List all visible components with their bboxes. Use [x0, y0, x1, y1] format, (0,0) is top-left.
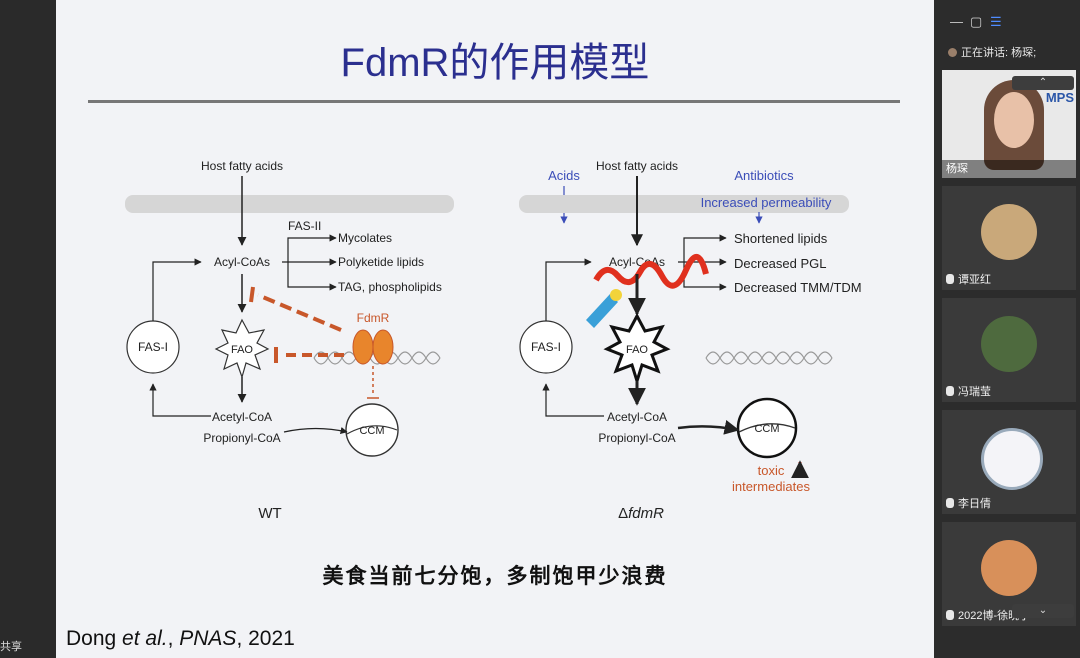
participant-avatar	[981, 428, 1043, 490]
speaker-avatar-icon	[948, 48, 957, 57]
wt-label: WT	[258, 505, 281, 522]
ko-acids-label: Acids	[548, 168, 580, 183]
wt-panel: Host fatty acids Acyl-CoAs FAS-II Mycola…	[125, 159, 454, 522]
slogan-text: 美食当前七分饱，多制饱甲少浪费	[322, 563, 668, 588]
wt-propionyl-label: Propionyl-CoA	[203, 431, 280, 445]
wt-product-1: Mycolates	[338, 231, 392, 245]
participant-name: 谭亚红	[946, 271, 991, 287]
svg-text:CCM: CCM	[754, 423, 779, 435]
participant-avatar	[981, 316, 1037, 372]
svg-text:FAO: FAO	[626, 344, 648, 356]
ko-antibiotics-label: Antibiotics	[734, 168, 794, 183]
ko-product-1: Shortened lipids	[734, 231, 828, 246]
participant-tile-3[interactable]: 李日倩	[942, 410, 1076, 514]
ko-membrane	[519, 195, 849, 213]
ko-label: ΔfdmR	[618, 505, 664, 522]
mps-logo: MPS	[1045, 90, 1074, 105]
mic-icon	[946, 274, 954, 284]
speaking-indicator: 正在讲话: 杨琛;	[948, 44, 1036, 60]
slide-title: FdmR的作用模型	[340, 41, 650, 85]
ko-propionyl-label: Propionyl-CoA	[598, 431, 675, 445]
ko-permeability-label: Increased permeability	[701, 195, 832, 210]
ko-product-2: Decreased PGL	[734, 256, 827, 271]
participant-name: 李日倩	[946, 495, 991, 511]
wt-acetyl-label: Acetyl-CoA	[212, 410, 272, 424]
presentation-slide: FdmR的作用模型 美食当前七分饱，多制饱甲少浪费 Dong et al., P…	[56, 0, 934, 658]
ko-host-label: Host fatty acids	[596, 159, 678, 173]
wt-membrane	[125, 195, 454, 213]
intermediates-label: intermediates	[732, 479, 811, 494]
title-divider	[88, 100, 900, 103]
participant-avatar	[981, 204, 1037, 260]
left-strip: 共享	[0, 0, 56, 658]
participant-tile-1[interactable]: 谭亚红	[942, 186, 1076, 290]
minimize-icon[interactable]: —	[950, 14, 963, 29]
speaker-face	[994, 92, 1034, 148]
wt-host-label: Host fatty acids	[201, 159, 283, 173]
citation: Dong et al., PNAS, 2021	[66, 627, 295, 650]
mic-icon	[946, 386, 954, 396]
participant-name: 冯瑞莹	[946, 383, 991, 399]
ko-acetyl-label: Acetyl-CoA	[607, 410, 667, 424]
scroll-up-button[interactable]: ⌃	[1012, 76, 1074, 90]
scroll-down-button[interactable]: ⌄	[1012, 604, 1074, 618]
fdmr-label: FdmR	[357, 311, 390, 325]
svg-text:CCM: CCM	[359, 425, 384, 437]
window-icon[interactable]: ▢	[970, 14, 983, 29]
list-icon[interactable]: ☰	[990, 14, 1002, 29]
toxic-label: toxic	[758, 463, 785, 478]
lipid-chain	[593, 254, 709, 289]
svg-text:FAS-I: FAS-I	[531, 340, 561, 354]
participant-avatar	[981, 540, 1037, 596]
wt-product-3: TAG, phospholipids	[338, 280, 442, 294]
speaker-name: 杨琛	[946, 163, 968, 175]
wt-acyl-label: Acyl-CoAs	[214, 255, 270, 269]
scissors-icon	[586, 294, 618, 328]
share-label: 共享	[0, 641, 22, 653]
svg-text:FAS-I: FAS-I	[138, 340, 168, 354]
ko-product-3: Decreased TMM/TDM	[734, 280, 862, 295]
fdmr-model-diagram: Host fatty acids Acyl-CoAs FAS-II Mycola…	[125, 159, 862, 522]
meeting-panel: — ▢ ☰ 正在讲话: 杨琛; MPS 杨琛 谭亚红 冯瑞莹 李日倩 2022博…	[934, 0, 1080, 658]
participant-tile-2[interactable]: 冯瑞莹	[942, 298, 1076, 402]
svg-text:FAO: FAO	[231, 344, 253, 356]
mic-icon	[946, 498, 954, 508]
fdmr-protein	[352, 329, 374, 365]
mic-icon	[946, 610, 954, 620]
wt-fas2-label: FAS-II	[288, 219, 321, 233]
wt-product-2: Polyketide lipids	[338, 255, 424, 269]
knockout-panel: Acids Host fatty acids Antibiotics Incre…	[519, 159, 862, 522]
